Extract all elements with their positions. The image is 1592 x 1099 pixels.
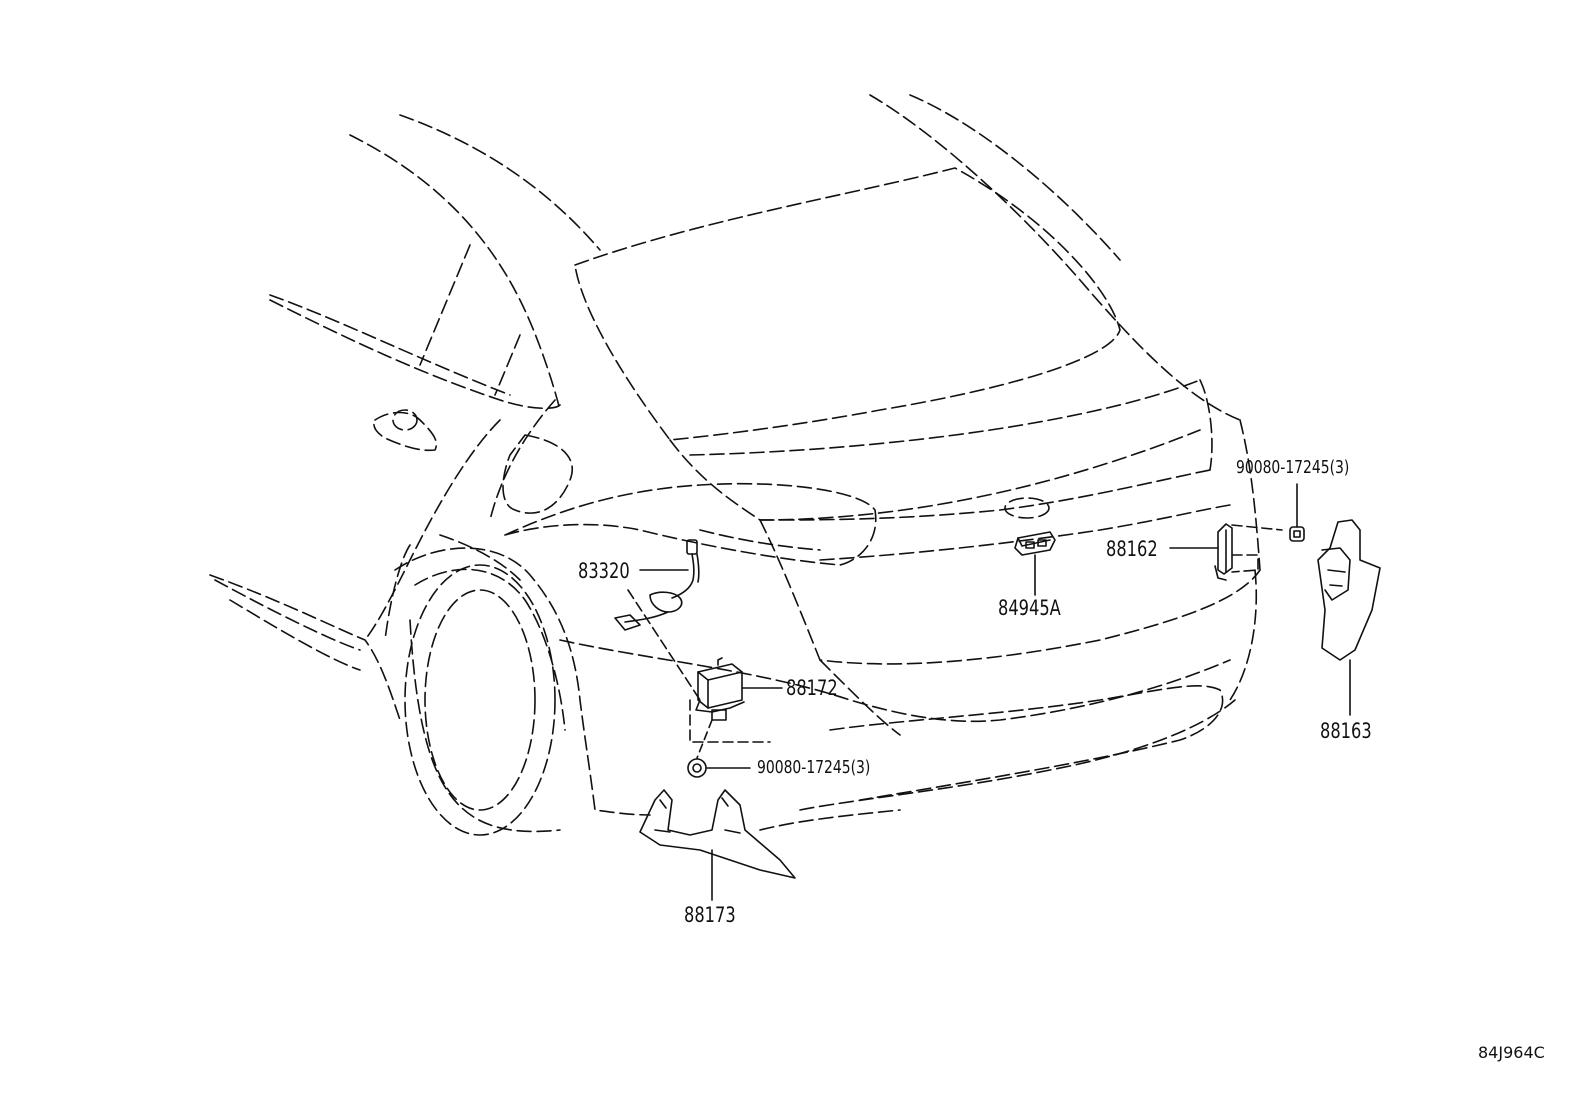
part-label-88173: 88173 <box>684 903 736 927</box>
part-83320-cable <box>615 540 699 630</box>
part-label-88162: 88162 <box>1106 537 1158 561</box>
leader-83320-dashed <box>628 590 700 700</box>
leader-clip-left-dashed <box>697 720 712 758</box>
part-88173-bracket <box>640 790 795 878</box>
part-84945A-switch <box>1015 532 1055 555</box>
part-label-84945A: 84945A <box>998 596 1061 620</box>
part-label-90080-right: 90080-17245(3) <box>1236 457 1350 478</box>
part-label-90080-left: 90080-17245(3) <box>757 757 871 778</box>
dashed-lines-88162 <box>1232 525 1282 572</box>
part-label-88163: 88163 <box>1320 719 1372 743</box>
part-90080-clip-left <box>688 759 706 777</box>
part-88163-bracket <box>1318 520 1380 660</box>
part-88162-sensor <box>1215 524 1232 580</box>
part-88172-module <box>696 658 744 720</box>
part-label-83320: 83320 <box>578 559 630 583</box>
car-body-outline <box>210 95 1260 830</box>
drawing-code: 84J964C <box>1478 1043 1545 1062</box>
part-90080-clip-right <box>1290 527 1304 541</box>
dashed-box-88172 <box>690 700 770 742</box>
part-label-88172: 88172 <box>786 676 838 700</box>
rear-wheel <box>405 565 560 835</box>
